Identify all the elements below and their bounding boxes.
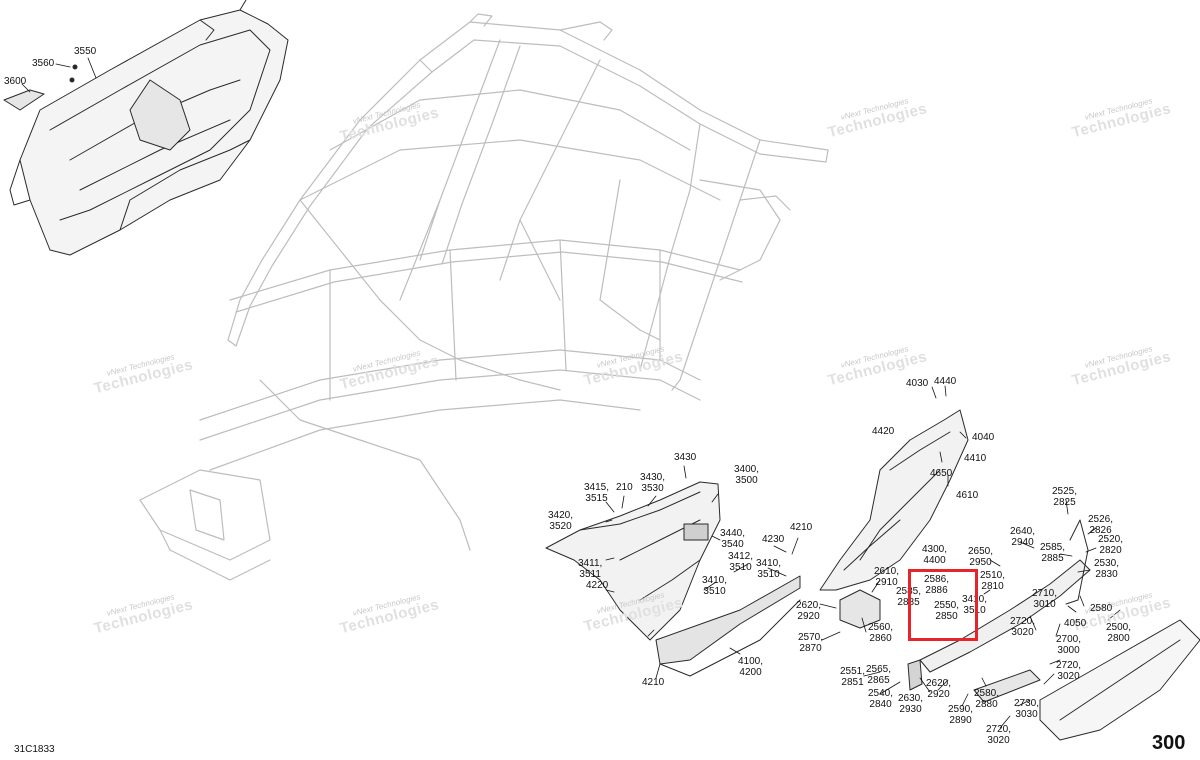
callout-label[interactable]: 2526, 2826 <box>1088 514 1114 536</box>
callout-label[interactable]: 3410, 3510 <box>962 594 988 616</box>
callout-label[interactable]: 3410, 3510 <box>702 575 728 597</box>
callout-label[interactable]: 3440, 3540 <box>720 528 746 550</box>
callout-label[interactable]: 4030 <box>906 378 929 389</box>
callout-label[interactable]: 2580 <box>1090 603 1113 614</box>
callout-label[interactable]: 2640, 2940 <box>1010 526 1036 548</box>
callout-label[interactable]: 4220 <box>586 580 609 591</box>
door-panel-assembly <box>3 0 289 256</box>
leader-lines <box>21 57 1121 729</box>
callout-label[interactable]: 4050 <box>1064 618 1087 629</box>
callout-label[interactable]: 3400, 3500 <box>734 464 760 486</box>
callout-label[interactable]: 4650 <box>930 468 953 479</box>
callout-label[interactable]: 210 <box>616 482 633 493</box>
callout-label[interactable]: 2520, 2820 <box>1098 534 1124 556</box>
callout-label[interactable]: 4410 <box>964 453 987 464</box>
diagram-code: 31C1833 <box>14 744 55 755</box>
callout-label[interactable]: 2525, 2825 <box>1052 486 1078 508</box>
callout-label[interactable]: 3600 <box>4 76 27 87</box>
callout-label[interactable]: 4300, 4400 <box>922 544 948 566</box>
callout-label[interactable]: 2630, 2930 <box>898 693 924 715</box>
callout-label[interactable]: 4420 <box>872 426 895 437</box>
callout-label[interactable]: 2700, 3000 <box>1056 634 1082 656</box>
callout-label[interactable]: 4440 <box>934 376 957 387</box>
callout-label[interactable]: 4230 <box>762 534 785 545</box>
callout-label[interactable]: 3411, 3511 <box>578 558 603 580</box>
callout-label[interactable]: 3410, 3510 <box>756 558 782 580</box>
callout-label[interactable]: 4100, 4200 <box>738 656 764 678</box>
callout-label[interactable]: 3430 <box>674 452 697 463</box>
rear-side-panel-assembly <box>819 409 969 591</box>
callout-label[interactable]: 2540, 2840 <box>868 688 894 710</box>
callout-label[interactable]: 2510, 2810 <box>980 570 1006 592</box>
page-number: 300 <box>1152 732 1186 754</box>
callout-label[interactable]: 3412, 3510 <box>728 551 754 573</box>
callout-label[interactable]: 2720, 3020 <box>986 724 1012 746</box>
callout-label[interactable]: 2710, 3010 <box>1032 588 1058 610</box>
callout-label[interactable]: 2560, 2860 <box>868 622 894 644</box>
callout-label[interactable]: 3420, 3520 <box>548 510 574 532</box>
callout-label[interactable]: 4210 <box>642 677 665 688</box>
callout-label[interactable]: 2720, 3020 <box>1010 616 1036 638</box>
callout-label[interactable]: 3550 <box>74 46 97 57</box>
callout-label[interactable]: 2620, 2920 <box>926 678 952 700</box>
callout-label[interactable]: 2590, 2890 <box>948 704 974 726</box>
callout-label[interactable]: 2610, 2910 <box>874 566 900 588</box>
callout-label[interactable]: 3430, 3530 <box>640 472 666 494</box>
callout-label[interactable]: 2551, 2851 <box>840 666 866 688</box>
callout-label[interactable]: 2500, 2800 <box>1106 622 1132 644</box>
highlight-box <box>908 569 978 641</box>
callout-label[interactable]: 2550, 2850 <box>934 600 960 622</box>
callout-label[interactable]: 2565, 2865 <box>866 664 892 686</box>
callout-label[interactable]: 2720, 3020 <box>1056 660 1082 682</box>
callout-label[interactable]: 2586, 2886 <box>924 574 950 596</box>
callout-label[interactable]: 3560 <box>32 58 55 69</box>
callout-label[interactable]: 2585, 2885 <box>1040 542 1066 564</box>
front-side-panel-assembly <box>545 481 801 677</box>
callout-label[interactable]: 4610 <box>956 490 979 501</box>
callout-label[interactable]: 3415, 3515 <box>584 482 610 504</box>
roll-cage-frame <box>139 13 829 581</box>
callout-label[interactable]: 2580, 2880 <box>974 688 1000 710</box>
callout-label[interactable]: 2620, 2920 <box>796 600 822 622</box>
callout-label[interactable]: 2650, 2950 <box>968 546 994 568</box>
callout-label[interactable]: 2730, 3030 <box>1014 698 1040 720</box>
callout-label[interactable]: 4210 <box>790 522 813 533</box>
callout-label[interactable]: 2530, 2830 <box>1094 558 1120 580</box>
rocker-bracket-assembly <box>839 519 1200 741</box>
callout-label[interactable]: 4040 <box>972 432 995 443</box>
callout-label[interactable]: 2570, 2870 <box>798 632 824 654</box>
